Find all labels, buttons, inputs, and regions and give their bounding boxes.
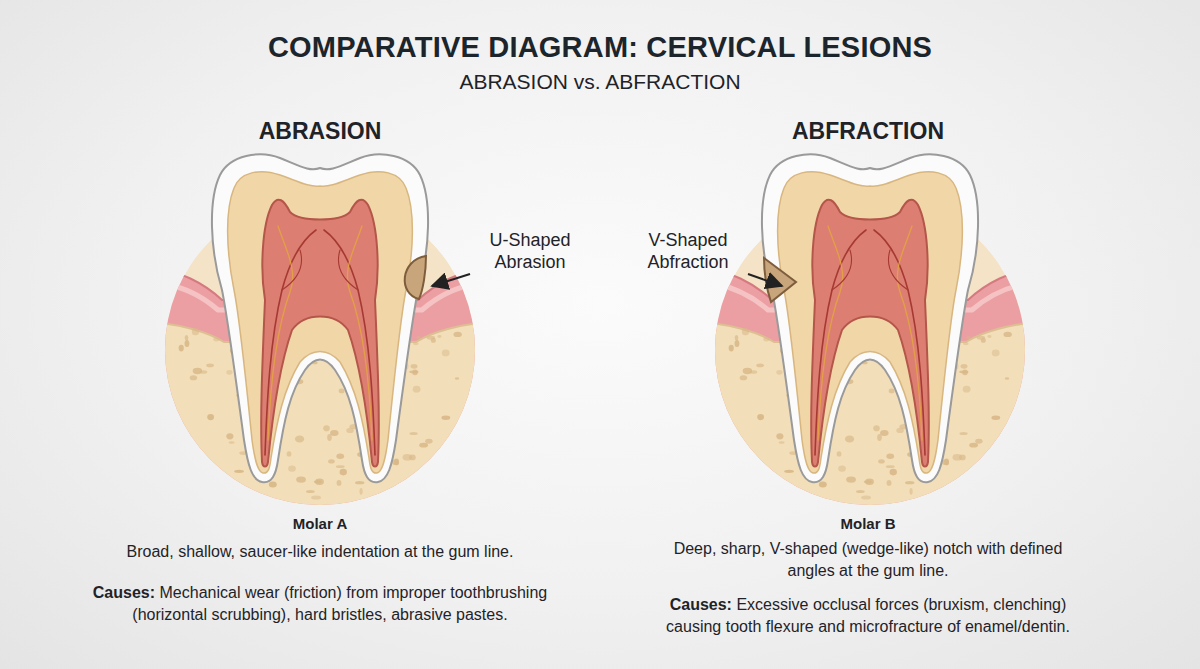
diagram-subtitle: ABRASION vs. ABFRACTION: [200, 68, 1000, 96]
panel-heading: ABRASION: [170, 116, 470, 147]
lesion-description: Broad, shallow, saucer-like indentation …: [40, 541, 600, 563]
leader-arrow: [432, 274, 470, 286]
panel-heading: ABFRACTION: [718, 116, 1018, 147]
callout-label: V-Shaped Abfraction: [630, 230, 746, 273]
callout-label: U-Shaped Abrasion: [474, 230, 586, 273]
causes-heading: Causes:: [93, 584, 155, 601]
causes-heading: Causes:: [670, 596, 732, 613]
molar-name: Molar A: [170, 514, 470, 534]
molar-b: [700, 154, 1040, 520]
abfraction-lesion: [764, 258, 796, 302]
leader-arrow: [748, 274, 782, 286]
lesion-description: Deep, sharp, V-shaped (wedge-like) notch…: [673, 538, 1063, 581]
diagram-title: COMPARATIVE DIAGRAM: CERVICAL LESIONS: [100, 28, 1100, 67]
molar-a: [150, 154, 490, 520]
molar-name: Molar B: [718, 514, 1018, 534]
abrasion-lesion: [405, 256, 426, 299]
molar-illustration: [150, 154, 490, 520]
causes-paragraph: Causes:Mechanical wear (friction) from i…: [70, 582, 570, 625]
molar-illustration: [700, 154, 1040, 520]
causes-paragraph: Causes:Excessive occlusal forces (bruxis…: [648, 594, 1088, 637]
causes-text: Mechanical wear (friction) from improper…: [132, 584, 547, 623]
